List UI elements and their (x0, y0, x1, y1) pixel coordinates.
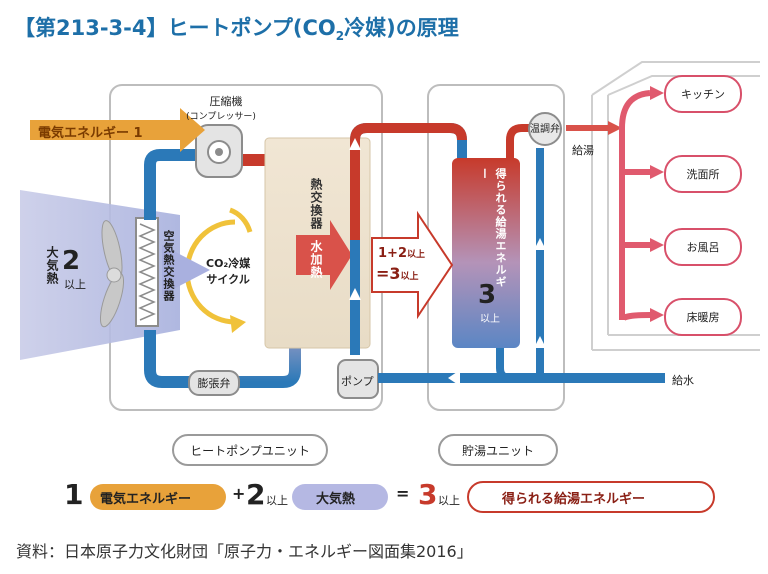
compressor-icon (195, 124, 243, 178)
eq-t1: 電気エネルギー (100, 492, 192, 507)
outlet-bath: お風呂 (664, 228, 742, 266)
refrigerant-pipe-cold (144, 149, 210, 220)
heat-pump-unit-label: ヒートポンプユニット (172, 434, 328, 466)
eq-atmosphere-pill (292, 484, 388, 510)
atmosphere-unit: 以上 (64, 278, 86, 291)
outlet-kitchen: キッチン (664, 75, 742, 113)
title-suffix: 冷媒)の原理 (344, 16, 459, 40)
electric-energy-label: 電気エネルギー 1 (38, 126, 143, 141)
tank-label: 得られる給湯エネルギー (478, 168, 507, 288)
eq-u3: 以上 (438, 494, 460, 507)
eq-t3: 得られる給湯エネルギー (502, 492, 646, 507)
sum-arrow (371, 210, 454, 320)
sum-line2: =3以上 (376, 264, 419, 283)
storage-tank (452, 158, 520, 348)
electric-energy-arrow (30, 108, 205, 152)
hot-supply-label: 給湯 (572, 144, 594, 157)
title-subscript: 2 (335, 29, 345, 44)
eq-equals: = (396, 484, 410, 503)
page-title: 【第213-3-4】ヒートポンプ(CO2冷媒)の原理 (14, 12, 459, 43)
air-hx-label: 空気熱交換器 (162, 230, 175, 302)
eq-n1: 1 (64, 478, 84, 511)
fan-icon (99, 220, 125, 328)
eq-electric-pill (90, 484, 226, 510)
eq-n3: 3 (418, 478, 438, 511)
mixing-valve: 温調弁 (528, 112, 562, 146)
eq-plus: + (232, 484, 246, 503)
atmosphere-num: 2 (62, 246, 81, 276)
water-heat-arrow (296, 220, 352, 290)
storage-unit-label: 貯湯ユニット (438, 434, 558, 466)
tank-num: 3 (478, 280, 497, 310)
water-heat-label: 水加熱 (309, 240, 323, 279)
compressor-label: 圧縮機(コンプレッサー) (186, 95, 256, 122)
eq-result-pill (467, 481, 715, 513)
water-hx-label: 熱交換器 (309, 178, 323, 230)
outlet-washroom: 洗面所 (664, 155, 742, 193)
sum-line1: 1+2以上 (378, 246, 425, 261)
tank-unit: 以上 (480, 314, 500, 325)
eq-u2: 以上 (266, 494, 288, 507)
expansion-valve: 膨張弁 (188, 370, 240, 396)
outlet-floor-heating: 床暖房 (664, 298, 742, 336)
air-flow-arrow (162, 245, 210, 295)
source-caption: 資料：日本原子力文化財団「原子力・エネルギー図面集2016」 (16, 542, 473, 561)
pump-label: ポンプ (341, 375, 374, 388)
house-outline (591, 61, 760, 96)
eq-n2: 2 (246, 478, 266, 511)
title-prefix: 【第213-3-4】ヒートポンプ(CO (14, 16, 336, 40)
water-supply-label: 給水 (672, 374, 694, 387)
cycle-label: CO₂冷媒サイクル (206, 257, 251, 286)
atmosphere-label: 大気熱 (45, 246, 59, 285)
eq-t2: 大気熱 (316, 492, 356, 507)
